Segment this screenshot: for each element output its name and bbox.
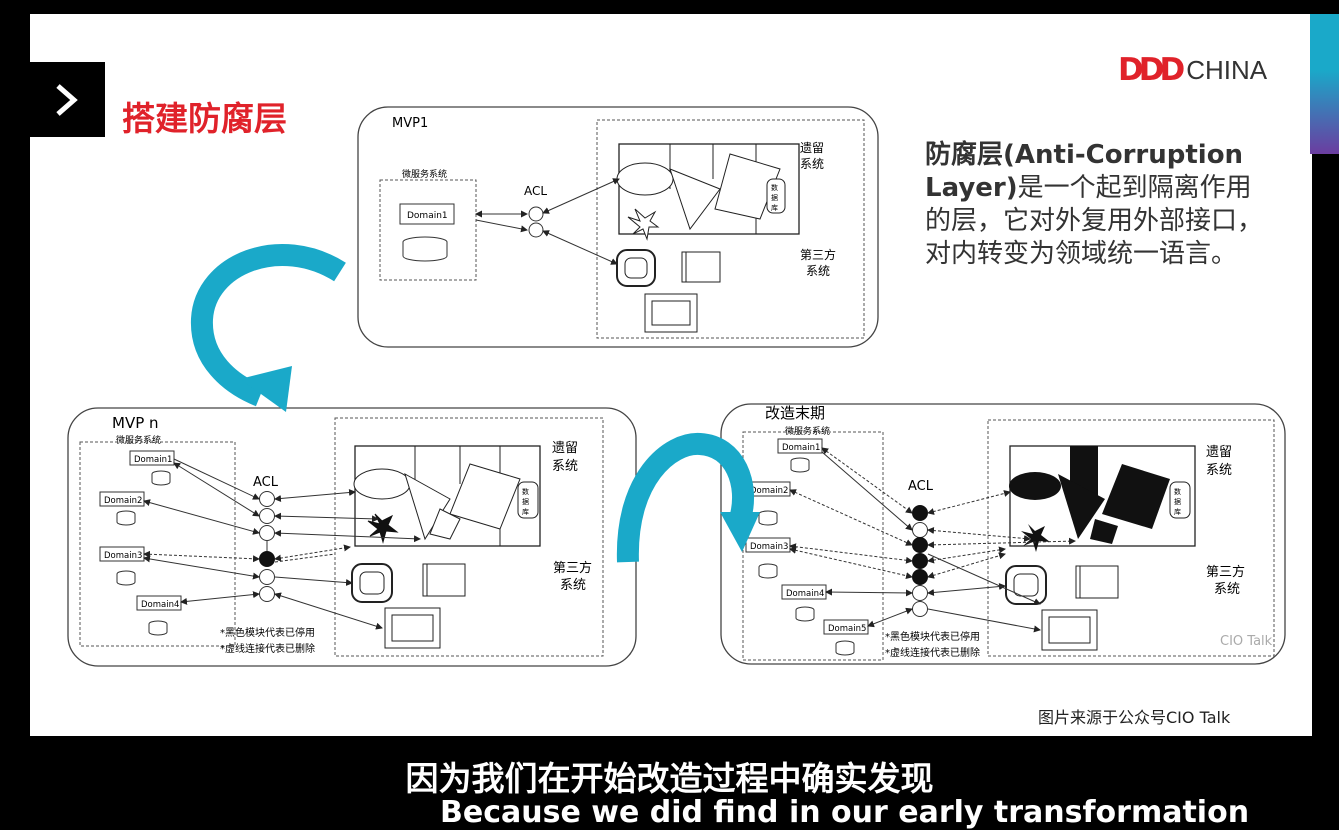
mvpn-db-char-1: 数 <box>522 487 529 496</box>
mvpn-legacy-label-1: 遗留 <box>552 441 578 456</box>
final-third-party-label-2: 系统 <box>1214 582 1240 597</box>
mvpn-microservice-label: 微服务系统 <box>116 434 161 446</box>
subtitle-en: Because we did find in our early transfo… <box>440 795 1250 830</box>
mvp1-label: MVP1 <box>392 116 428 131</box>
mvp1-external-box <box>596 119 865 339</box>
curved-arrow-icon <box>616 432 754 563</box>
next-slide-button[interactable] <box>30 62 105 137</box>
curved-arrow-icon <box>190 244 346 407</box>
mvp1-db <box>402 242 448 262</box>
final-label: 改造末期 <box>765 404 825 422</box>
slide-title: 搭建防腐层 <box>122 99 287 138</box>
mvpn-note-2: *虚线连接代表已删除 <box>220 642 315 655</box>
mvp1-db-char-3: 库 <box>771 203 778 212</box>
logo-text: CHINA <box>1186 54 1268 85</box>
final-domain3-label: Domain3 <box>750 542 788 552</box>
final-domain5-label: Domain5 <box>828 624 866 634</box>
mvpn-label: MVP n <box>112 414 159 432</box>
mvpn-note-1: *黑色模块代表已停用 <box>220 626 315 639</box>
mvpn-acl-label: ACL <box>253 475 279 490</box>
mvpn-third-party-label-2: 系统 <box>560 578 586 593</box>
mvp1-microservice-box <box>379 179 477 281</box>
mvp1-acl-node-2 <box>528 222 544 238</box>
final-db-char-1: 数 <box>1174 487 1181 496</box>
sidebar-edge <box>1310 14 1339 154</box>
mvpn-db-char-3: 库 <box>522 507 529 516</box>
mvp1-acl-label: ACL <box>524 184 547 198</box>
mvp1-acl-node-1 <box>528 206 544 222</box>
final-db-char-3: 库 <box>1174 507 1181 516</box>
final-microservice-label: 微服务系统 <box>785 425 830 437</box>
final-third-party-label-1: 第三方 <box>1206 564 1245 580</box>
chevron-right-icon <box>56 84 78 116</box>
mvp1-domain1-label: Domain1 <box>407 211 448 221</box>
final-acl-label: ACL <box>908 479 934 494</box>
mvpn-microservice-box <box>79 441 236 647</box>
final-note-2: *虚线连接代表已删除 <box>885 646 980 659</box>
final-acl-nodes <box>912 505 928 617</box>
mvpn-domain4-label: Domain4 <box>141 600 179 610</box>
final-domain2-label: Domain2 <box>750 486 788 496</box>
mvp1-panel: MVP1 微服务系统 Domain1 ACL 数 据 库 遗留 <box>357 106 879 348</box>
mvp1-microservice-label: 微服务系统 <box>402 168 447 180</box>
mvp1-third-party-label-1: 第三方 <box>800 247 836 262</box>
subtitle-zh: 因为我们在开始改造过程中确实发现 <box>405 759 934 798</box>
mvp1-legacy-label-2: 系统 <box>800 157 824 171</box>
final-legacy-label-1: 遗留 <box>1206 445 1232 460</box>
final-domain4-label: Domain4 <box>786 589 824 599</box>
mvp1-domain1 <box>399 203 455 225</box>
mvpn-legacy-label-2: 系统 <box>552 459 578 474</box>
mvpn-third-party-label-1: 第三方 <box>553 560 592 576</box>
mvpn-domain3-label: Domain3 <box>104 551 142 561</box>
mvpn-domain1-label: Domain1 <box>134 455 172 465</box>
mvp1-third-party-label-2: 系统 <box>806 264 830 278</box>
mvpn-domain2-label: Domain2 <box>104 496 142 506</box>
watermark: CIO Talk <box>1220 634 1273 649</box>
mvp1-legacy-label-1: 遗留 <box>800 141 824 155</box>
final-legacy-label-2: 系统 <box>1206 463 1232 478</box>
description-bold: 防腐层(Anti-Corruption Layer) <box>925 140 1244 203</box>
image-credit: 图片来源于公众号CIO Talk <box>1038 708 1231 727</box>
mvp1-db-char-2: 据 <box>771 193 778 202</box>
final-panel: 改造末期 微服务系统 Domain1 Domain2 Domain3 Domai… <box>720 403 1286 665</box>
mvpn-panel: MVP n 微服务系统 Domain1 Domain2 Domain3 Doma… <box>67 407 637 667</box>
description: 防腐层(Anti-Corruption Layer)是一个起到隔离作用的层，它对… <box>925 139 1270 271</box>
description-rest: 是一个起到隔离作用的层，它对外复用外部接口，对内转变为领域统一语言。 <box>925 173 1264 269</box>
acl-diagram: MVP1 微服务系统 Domain1 ACL 数 据 库 遗留 <box>67 106 1286 667</box>
mvpn-db-char-2: 据 <box>522 497 529 506</box>
mvpn-domains: Domain1 Domain2 Domain3 Domain4 <box>99 450 182 636</box>
dddchina-logo: DDD CHINA <box>1118 52 1268 88</box>
final-db-char-2: 据 <box>1174 497 1181 506</box>
final-domains: Domain1 Domain2 Domain3 Domain4 Domain5 <box>745 438 869 656</box>
final-note-1: *黑色模块代表已停用 <box>885 630 980 643</box>
final-domain1-label: Domain1 <box>782 443 820 453</box>
logo-mark: DDD <box>1118 52 1185 88</box>
mvp1-db-char-1: 数 <box>771 183 778 192</box>
transition-arrows <box>190 244 760 563</box>
slide: 搭建防腐层 DDD CHINA 防腐层(Anti-Corruption Laye… <box>30 14 1312 736</box>
